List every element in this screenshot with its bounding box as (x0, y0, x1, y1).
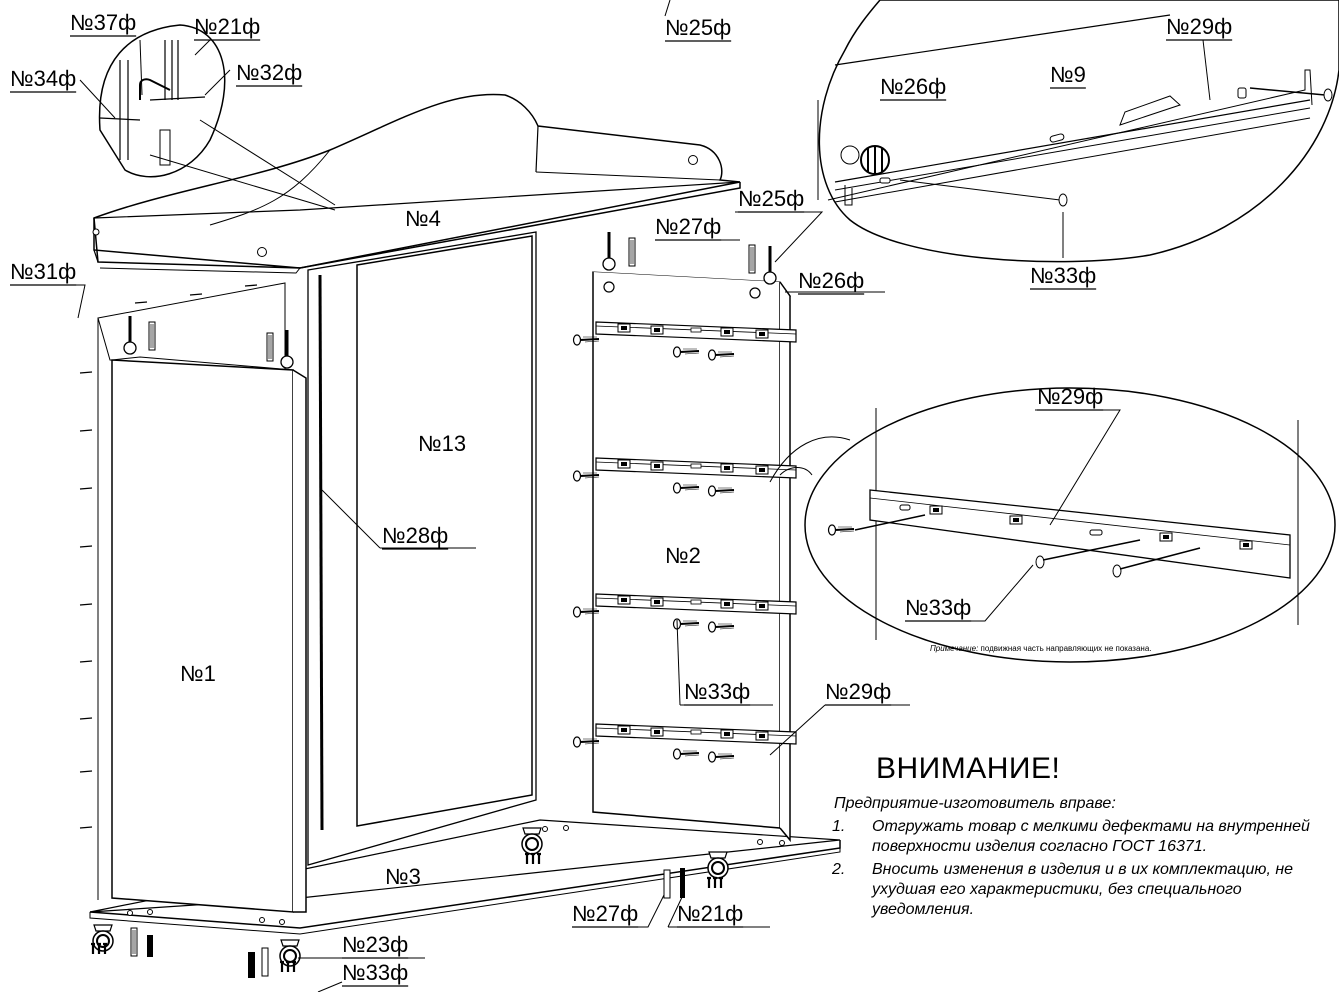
label-panel-2: №2 (665, 543, 701, 568)
label-21f-top: №21ф (194, 14, 260, 39)
attention-item-number: 1. (832, 818, 846, 835)
attention-title: ВНИМАНИЕ! (876, 752, 1061, 785)
side-panel-2 (572, 230, 797, 843)
label-29f-detail2: №29ф (1037, 384, 1103, 409)
label-panel-13: №13 (418, 431, 466, 456)
label-21f-bottom: №21ф (677, 901, 743, 926)
label-32f: №32ф (236, 60, 302, 85)
label-33f-detail: №33ф (1030, 263, 1096, 288)
label-33f-mid: №33ф (684, 679, 750, 704)
detail-ellipse-top (817, 0, 1339, 263)
attention-item-text: Отгружать товар с мелкими дефектами на в… (872, 818, 1310, 855)
side-panel-1 (79, 282, 307, 913)
attention-item: 2. Вносить изменения в изделия и в их ко… (826, 860, 1331, 920)
label-panel-3: №3 (385, 864, 421, 889)
detail-circle-hinge (98, 24, 336, 211)
label-29f-top: №29ф (1166, 14, 1232, 39)
label-23f: №23ф (342, 932, 408, 957)
label-25f: №25ф (738, 186, 804, 211)
top-panel-4 (92, 93, 741, 274)
attention-item: 1. Отгружать товар с мелкими дефектами н… (826, 817, 1331, 857)
casters (89, 827, 729, 978)
label-28f: №28ф (382, 523, 448, 548)
label-33f-detail2: №33ф (905, 595, 971, 620)
label-panel-1: №1 (180, 661, 216, 686)
label-27f-bottom: №27ф (572, 901, 638, 926)
attention-item-number: 2. (832, 861, 846, 878)
label-29f-mid: №29ф (825, 679, 891, 704)
label-27f: №27ф (655, 214, 721, 239)
label-panel-4: №4 (405, 206, 441, 231)
label-25f-top: №25ф (665, 15, 731, 40)
label-26f-detail: №26ф (880, 74, 946, 99)
label-33f-bottom: №33ф (342, 960, 408, 985)
label-31f: №31ф (10, 259, 76, 284)
label-34f: №34ф (10, 66, 76, 91)
attention-item-text: Вносить изменения в изделия и в их компл… (872, 861, 1294, 918)
note-text: подвижная часть направляющих не показана… (978, 644, 1151, 653)
part-labels: №25ф №37ф №21ф №34ф №32ф №29ф №26ф №9 №3… (10, 10, 1233, 987)
label-37f: №37ф (70, 10, 136, 35)
detail-ellipse-rail: Примечание: подвижная часть направляющих… (769, 387, 1336, 663)
attention-list: 1. Отгружать товар с мелкими дефектами н… (826, 817, 1331, 923)
note-prefix: Примечание: (930, 644, 978, 653)
attention-intro: Предприятие-изготовитель вправе: (834, 795, 1116, 812)
svg-text:Примечание: подвижная часть на: Примечание: подвижная часть направляющих… (930, 644, 1152, 653)
label-26f: №26ф (798, 268, 864, 293)
label-9: №9 (1050, 62, 1086, 87)
